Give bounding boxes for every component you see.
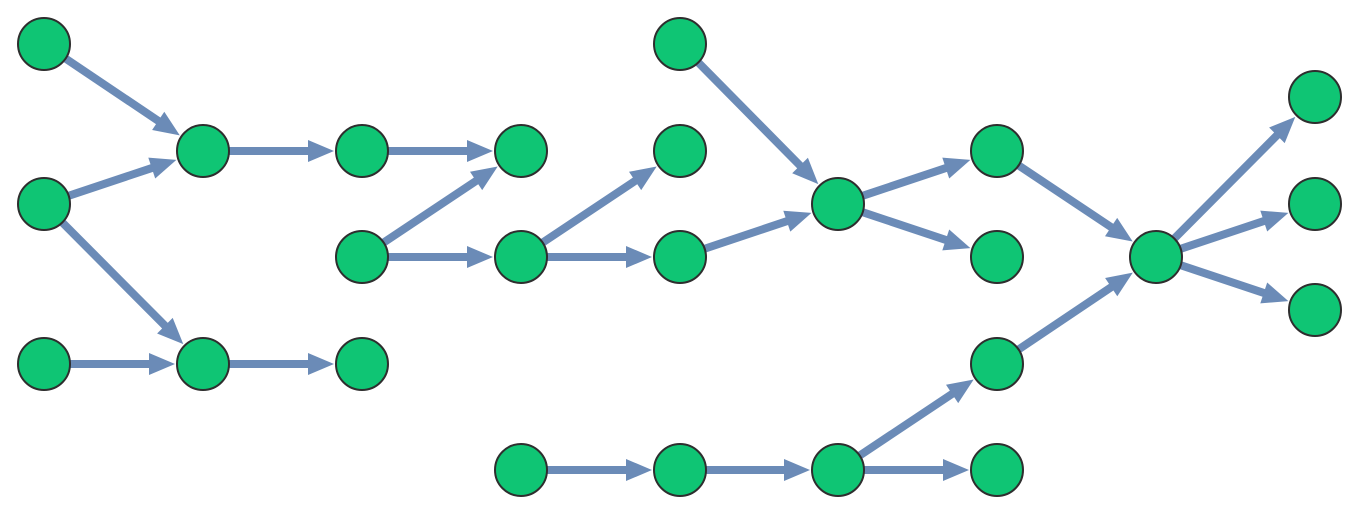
edge-arrow xyxy=(1170,116,1296,243)
edge-arrowhead xyxy=(308,140,334,162)
edge-arrow xyxy=(386,246,493,268)
edge-arrow xyxy=(704,459,810,481)
graph-node xyxy=(1129,230,1183,284)
edge-shaft xyxy=(1177,260,1267,298)
edge-arrow xyxy=(1177,210,1289,254)
graph-node xyxy=(1288,177,1342,231)
edge-arrow xyxy=(227,353,334,375)
graph-node xyxy=(17,177,71,231)
edge-arrowhead xyxy=(1269,116,1296,144)
edge-arrowhead xyxy=(946,379,974,404)
edge-arrow xyxy=(855,379,974,461)
edge-arrow xyxy=(545,459,652,481)
graph-node xyxy=(811,177,865,231)
edge-arrowhead xyxy=(784,459,810,481)
edge-shaft xyxy=(538,176,639,248)
graph-node xyxy=(494,443,548,497)
graph-node xyxy=(17,337,71,391)
edge-arrowhead xyxy=(470,166,498,191)
edge-arrow xyxy=(538,166,657,248)
edge-arrowhead xyxy=(308,353,334,375)
edge-shaft xyxy=(859,207,949,245)
graph-node xyxy=(811,443,865,497)
edge-shaft xyxy=(694,58,805,170)
edge-arrow xyxy=(1014,160,1133,242)
edge-shaft xyxy=(65,163,155,201)
edge-arrow xyxy=(227,140,334,162)
edge-arrow xyxy=(68,353,175,375)
edges-layer xyxy=(58,54,1296,481)
edge-arrow xyxy=(379,166,498,248)
graph-node xyxy=(335,124,389,178)
graph-node xyxy=(494,230,548,284)
edge-arrow xyxy=(1177,260,1289,304)
graph-node xyxy=(335,230,389,284)
graph-node xyxy=(970,337,1024,391)
edge-arrowhead xyxy=(152,111,180,136)
edge-arrow xyxy=(1014,272,1133,354)
edge-shaft xyxy=(1177,216,1267,254)
edge-arrowhead xyxy=(467,140,493,162)
edge-shaft xyxy=(859,163,949,201)
edge-arrowhead xyxy=(1260,210,1289,232)
edge-arrowhead xyxy=(1105,217,1133,242)
graph-node xyxy=(176,124,230,178)
edge-shaft xyxy=(1014,282,1116,354)
edge-shaft xyxy=(701,216,790,254)
edge-arrow xyxy=(545,246,652,268)
edge-arrow xyxy=(65,157,177,201)
graph-node xyxy=(970,443,1024,497)
edge-arrow xyxy=(862,459,969,481)
edge-arrow xyxy=(859,207,971,251)
edge-shaft xyxy=(58,218,170,330)
graph-node xyxy=(653,124,707,178)
edge-shaft xyxy=(379,176,480,248)
graph-node xyxy=(970,230,1024,284)
edge-arrow xyxy=(694,58,819,185)
graph-node xyxy=(653,17,707,71)
edge-arrowhead xyxy=(1260,282,1289,304)
graph-node xyxy=(970,124,1024,178)
edge-arrowhead xyxy=(467,246,493,268)
nodes-layer xyxy=(17,17,1342,497)
edge-arrowhead xyxy=(942,157,971,179)
edge-arrowhead xyxy=(792,157,819,185)
edge-arrowhead xyxy=(942,229,971,251)
edge-arrowhead xyxy=(943,459,969,481)
edge-shaft xyxy=(1014,160,1115,232)
edge-arrow xyxy=(701,210,812,254)
graph-node xyxy=(494,124,548,178)
edge-arrowhead xyxy=(626,459,652,481)
edge-arrowhead xyxy=(1105,272,1133,297)
graph-node xyxy=(17,17,71,71)
edge-arrowhead xyxy=(157,317,184,345)
edge-arrowhead xyxy=(783,210,812,232)
graph-node xyxy=(653,443,707,497)
graph-node xyxy=(1288,283,1342,337)
edge-arrowhead xyxy=(149,353,175,375)
edge-arrow xyxy=(61,54,180,136)
graph-node xyxy=(176,337,230,391)
graph-node xyxy=(1288,70,1342,124)
edge-arrow xyxy=(58,218,184,345)
edge-shaft xyxy=(855,389,956,461)
edge-shaft xyxy=(1170,131,1282,243)
edge-arrow xyxy=(386,140,493,162)
edge-arrowhead xyxy=(626,246,652,268)
edge-arrow xyxy=(859,157,971,201)
graph-node xyxy=(335,337,389,391)
edge-shaft xyxy=(61,54,163,126)
edge-arrowhead xyxy=(629,166,657,191)
edge-arrowhead xyxy=(148,157,177,179)
graph-node xyxy=(653,230,707,284)
